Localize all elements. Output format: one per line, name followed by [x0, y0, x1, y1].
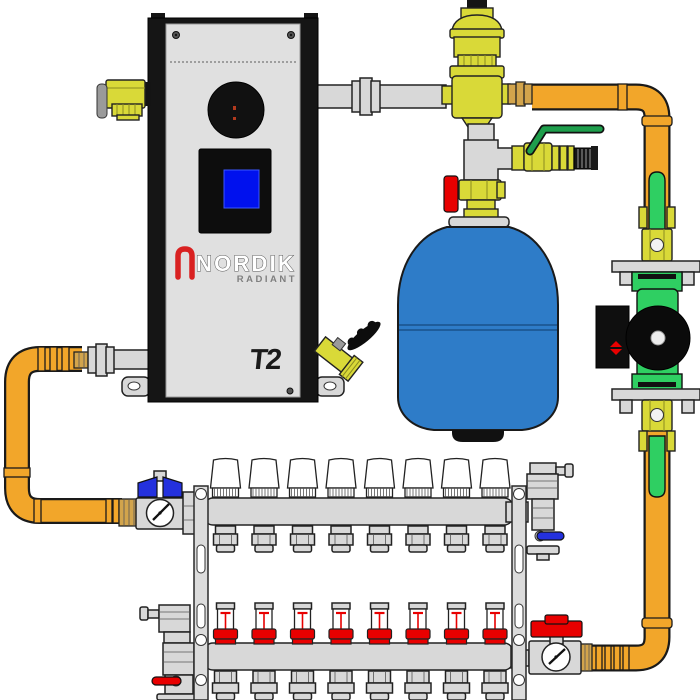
return-circuit-fitting-3 [288, 670, 317, 700]
thermostatic-actuator-2 [248, 457, 280, 498]
supply-end-vent-right [526, 462, 574, 561]
brand-logo: NORDIK RADIANT [175, 246, 297, 285]
thermostatic-actuator-8 [479, 457, 511, 498]
supply-gauge-valve-blue [118, 470, 207, 535]
flow-meter-5 [366, 601, 393, 646]
prv-cap [96, 83, 108, 119]
red-drain-lever [151, 676, 182, 686]
supply-manifold [118, 457, 529, 553]
tank-air-valve-cap [452, 430, 504, 442]
pump-flange-upper [611, 260, 700, 273]
circulator-pump-assembly [595, 171, 700, 498]
blue-handle [137, 476, 158, 498]
flow-meter-1 [212, 601, 239, 646]
tank-flange [448, 216, 510, 228]
return-gauge-valve-red [528, 614, 593, 675]
upper-valve-handle [648, 171, 666, 235]
pipe-union [359, 77, 373, 116]
red-handle [443, 175, 459, 213]
mounting-rail-right [511, 485, 527, 700]
return-circuit-fitting-2 [250, 670, 278, 700]
thermostatic-actuator-1 [209, 457, 242, 498]
flow-meter-8 [481, 601, 509, 646]
supply-circuit-fitting-8 [482, 525, 508, 553]
supply-circuit-fitting-2 [251, 525, 277, 553]
panel-screw [286, 387, 294, 395]
supply-actuators [209, 457, 511, 498]
thermostatic-actuator-7 [440, 457, 473, 498]
supply-circuit-fitting-3 [289, 525, 316, 553]
vent-cap [467, 0, 487, 9]
pump-motor-cap [650, 330, 666, 346]
air-vent [158, 604, 191, 633]
separator-tee [463, 123, 515, 181]
flow-meter-7 [443, 601, 470, 646]
return-circuit-fittings [211, 670, 509, 700]
green-lever [527, 126, 603, 154]
blue-drain-lever [536, 531, 565, 541]
supply-circuit-fitting-6 [405, 525, 431, 553]
return-circuit-fitting-7 [442, 670, 471, 700]
flow-meter-6 [404, 601, 432, 646]
flow-meter-3 [289, 601, 316, 646]
supply-circuit-fitting-4 [328, 525, 354, 553]
supply-pipe-left-loop [3, 343, 153, 524]
supply-manifold-bar [203, 497, 514, 526]
display-screen [223, 169, 260, 209]
electric-boiler: NORDIK RADIANT T2 [121, 13, 345, 403]
boiler-supply-stub [111, 349, 153, 370]
return-manifold-bar [203, 642, 514, 671]
return-circuit-fitting-6 [404, 670, 432, 700]
flow-meter-2 [250, 601, 278, 646]
thermostatic-actuator-4 [325, 457, 357, 498]
return-circuit-fitting-5 [365, 670, 394, 700]
model-label: T2 [248, 344, 282, 376]
mounting-rail-left [193, 485, 209, 700]
pipe-coupling [617, 83, 628, 111]
return-circuit-fitting-4 [327, 670, 355, 700]
return-manifold [139, 601, 530, 700]
boiler-outlet-pipe [315, 77, 447, 116]
supply-circuit-fitting-1 [212, 525, 239, 553]
pressure-relief-valve [96, 79, 151, 121]
flow-meter-4 [327, 601, 355, 646]
return-circuit-fitting-1 [211, 670, 240, 700]
lower-valve-handle [648, 435, 666, 498]
purge-valve-green [511, 124, 605, 172]
separator-body [451, 75, 503, 119]
air-vent [526, 473, 559, 500]
handwheel [347, 320, 381, 351]
pump-flange-lower [611, 388, 700, 401]
air-separator-vent [441, 0, 533, 128]
brand-sub: RADIANT [237, 274, 297, 285]
brand-n-icon [175, 246, 195, 280]
pipe-coupling [37, 346, 46, 372]
tank-valve-red [443, 175, 510, 228]
boiler-drain-valve [313, 320, 381, 383]
pump-logo [610, 341, 622, 347]
thermostatic-actuator-5 [363, 457, 396, 498]
brand-name: NORDIK [196, 251, 296, 276]
thermostatic-actuator-6 [402, 457, 434, 498]
pump-control-box [595, 305, 630, 369]
return-circuit-fitting-8 [481, 670, 509, 700]
supply-circuit-fitting-7 [443, 525, 470, 553]
expansion-tank [397, 226, 559, 442]
thermostatic-actuator-3 [286, 457, 319, 498]
return-flow-meters [212, 601, 509, 646]
supply-circuit-fittings [212, 525, 508, 553]
supply-circuit-fitting-5 [366, 525, 393, 553]
